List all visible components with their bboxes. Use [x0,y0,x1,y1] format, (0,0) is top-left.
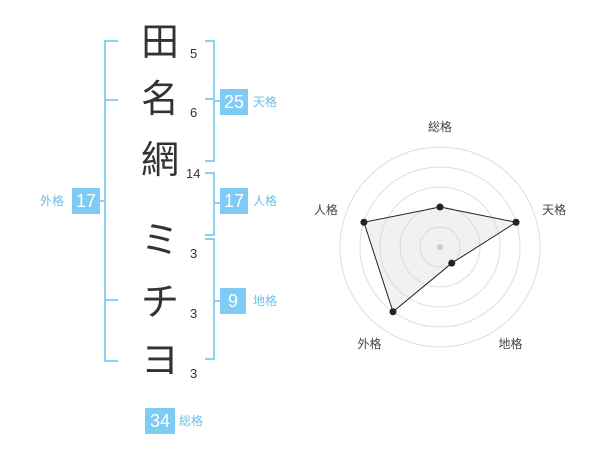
chikaku-label: 地格 [253,294,278,308]
bracket-connector [213,100,221,102]
name-char-1: 田 [140,20,179,64]
radar-axis-label: 地格 [499,336,523,351]
radar-axis-label: 天格 [542,202,566,217]
jinkaku-label: 人格 [253,194,278,208]
name-char-3: 網 [140,138,179,182]
radar-axis-label: 総格 [428,119,452,134]
radar-center-dot [437,244,443,250]
jinkaku-outer-bracket [205,172,215,236]
radar-point-3 [389,308,397,316]
bracket-connector [213,202,221,204]
name-char-4: ミ [140,218,179,262]
bracket-connector [100,200,106,202]
stroke-count-2: 6 [190,105,198,120]
bracket-tick [104,299,118,301]
stroke-count-6: 3 [190,366,198,381]
name-char-6: ヨ [140,338,179,382]
radar-ring [379,186,501,308]
stroke-count-4: 3 [190,246,198,261]
name-char-5: チ [140,280,179,324]
tenkaku-badge: 25 [220,89,248,115]
bracket-tick [104,99,118,101]
gaikaku-badge: 17 [72,188,100,214]
radar-axis-label: 人格 [314,202,338,217]
stroke-count-3: 14 [186,166,201,181]
jinkaku-bracket [205,98,215,162]
name-char-2: 名 [140,77,179,121]
radar-point-0 [436,203,444,211]
jinkaku-badge: 17 [220,188,248,214]
stroke-count-5: 3 [190,306,198,321]
radar-polygon [363,206,518,313]
bracket-connector [213,300,221,302]
stroke-count-1: 5 [190,46,198,61]
radar-ring [359,166,521,328]
radar-point-2 [448,259,456,267]
chikaku-bracket [205,238,215,360]
radar-ring [419,226,461,268]
chikaku-badge: 9 [220,288,246,314]
radar-point-1 [512,218,520,226]
gaikaku-label: 外格 [40,194,65,208]
radar-axis-label: 外格 [357,336,381,351]
radar-ring [339,146,541,348]
soukaku-label: 総格 [179,414,204,428]
soukaku-badge: 34 [145,408,175,434]
radar-point-4 [360,218,368,226]
tenkaku-label: 天格 [253,95,278,109]
